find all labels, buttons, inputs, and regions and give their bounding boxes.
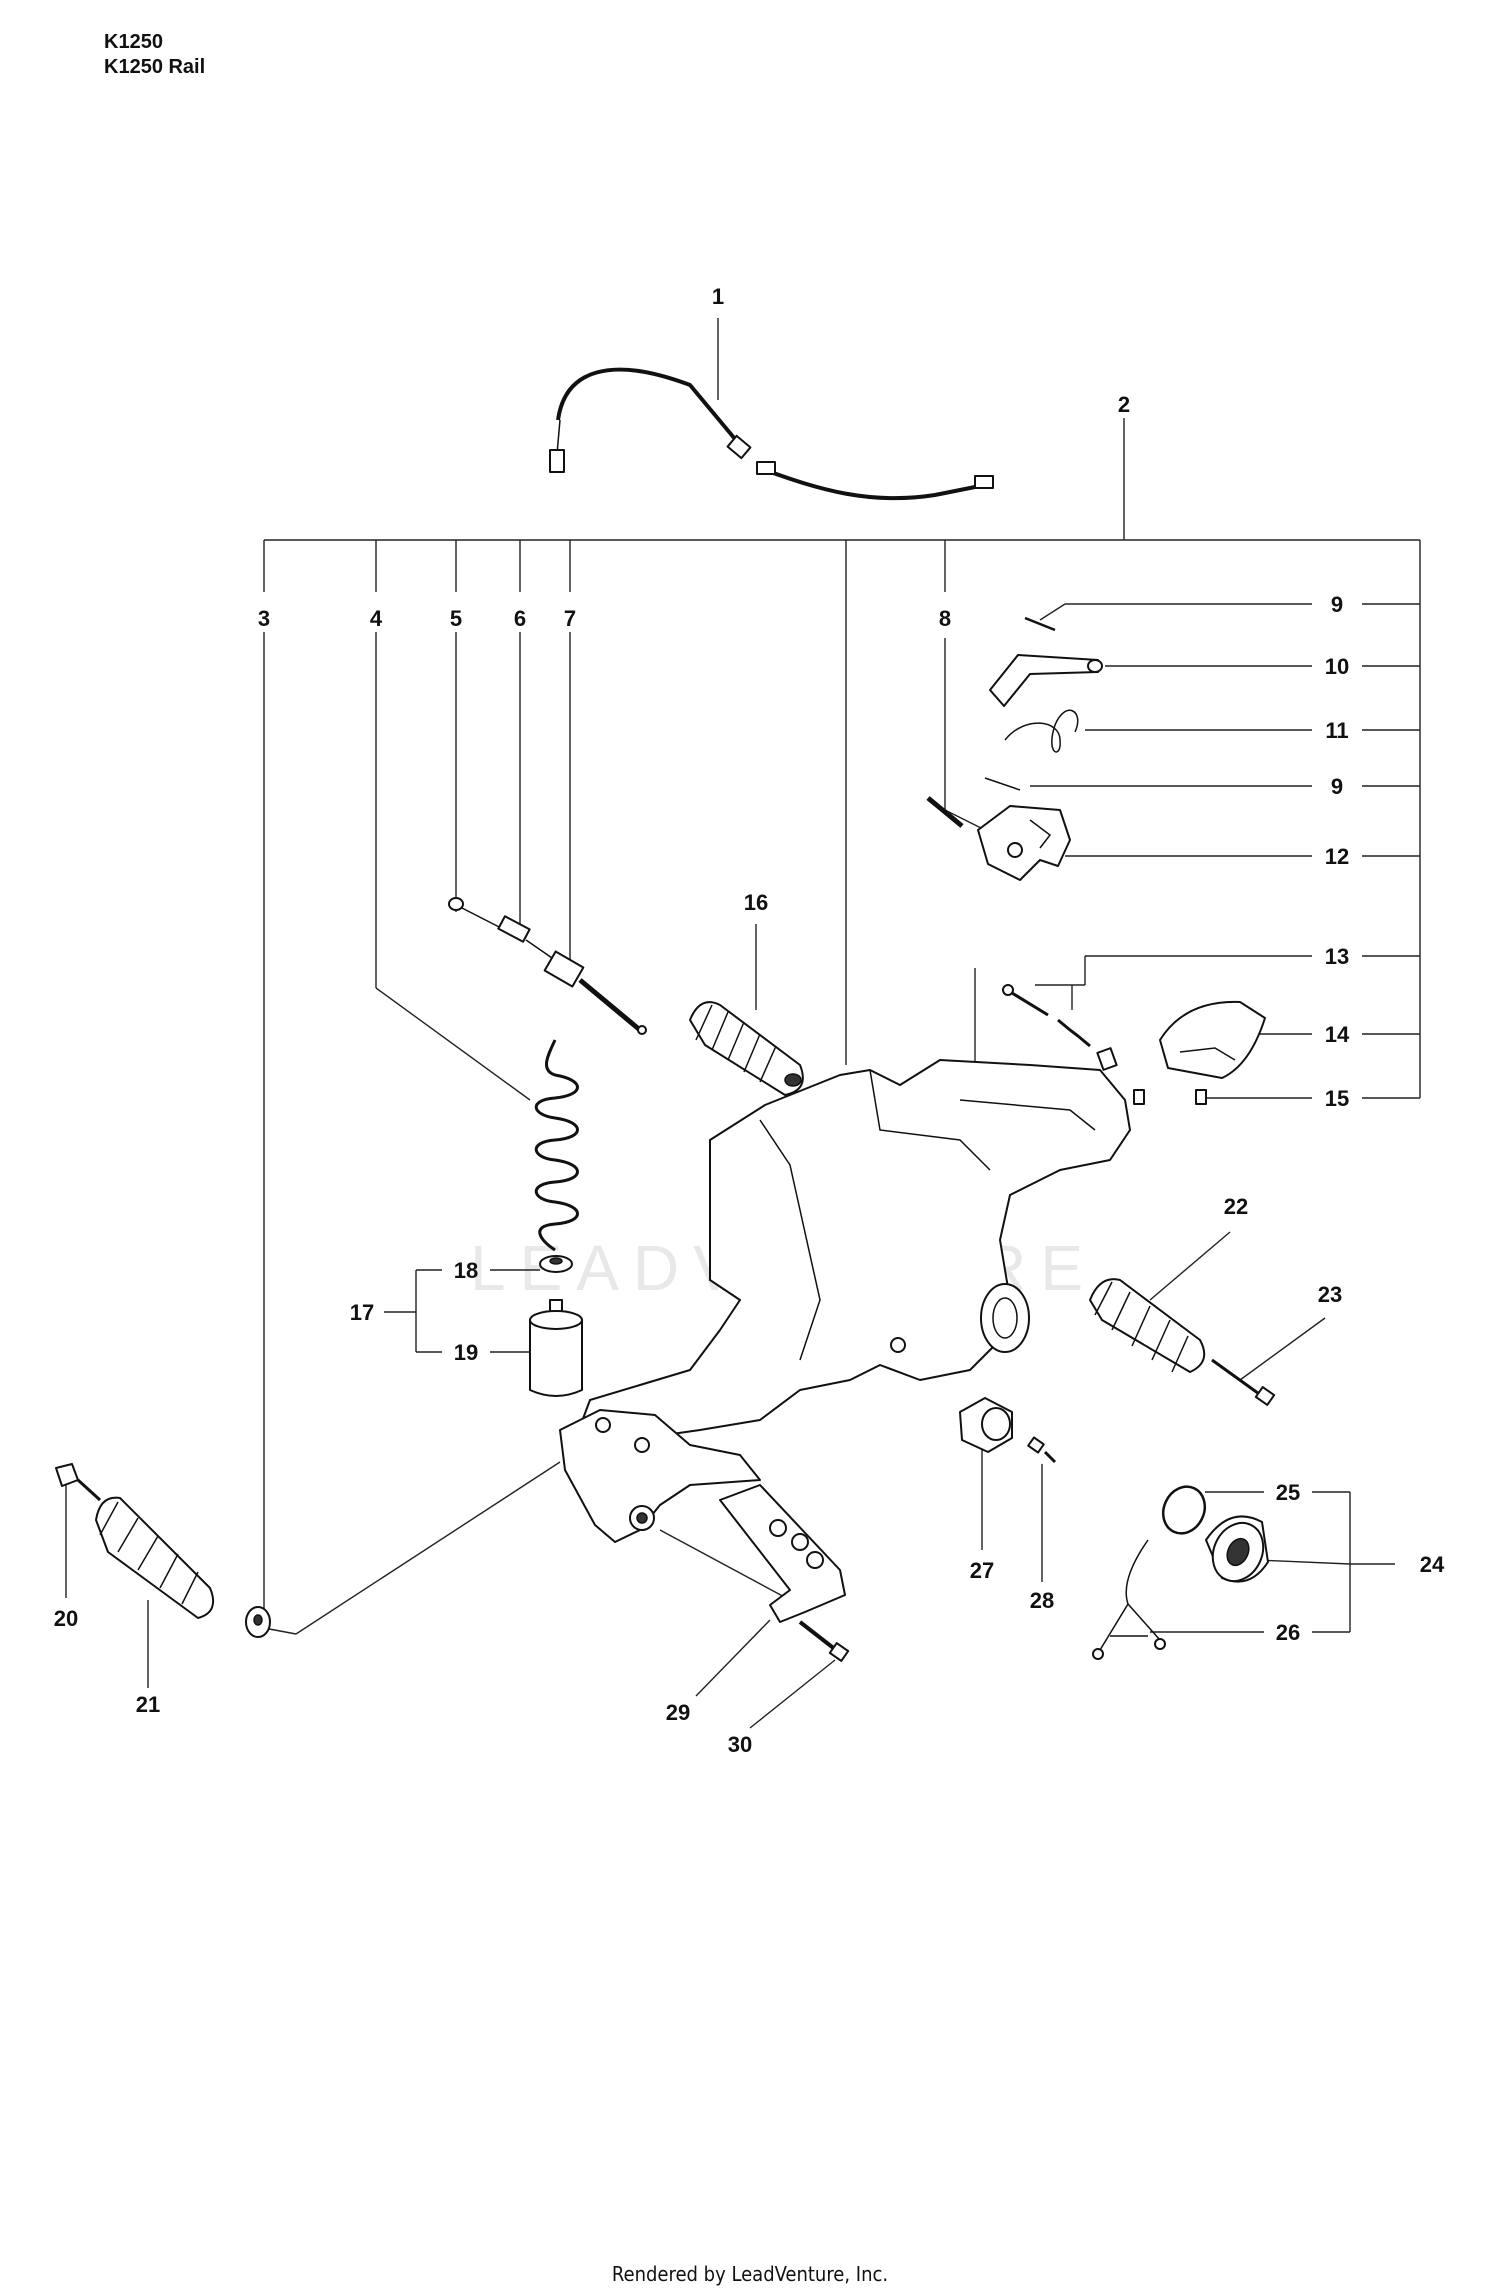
callout-21: 21 (136, 1692, 160, 1717)
bolt-set-13 (1002, 984, 1118, 1071)
model-variant: K1250 Rail (104, 56, 206, 78)
callout-28: 28 (1030, 1588, 1054, 1613)
callout-15: 15 (1325, 1086, 1349, 1111)
rubber-buffer-right (1089, 1278, 1276, 1406)
callout-25: 25 (1276, 1480, 1300, 1505)
callout-9b: 9 (1331, 774, 1343, 799)
callout-23: 23 (1318, 1282, 1342, 1307)
callout-9a: 9 (1331, 592, 1343, 617)
callout-30: 30 (728, 1732, 752, 1757)
callout-6: 6 (514, 606, 526, 631)
callout-2: 2 (1118, 392, 1130, 417)
model-name: K1250 (104, 31, 163, 53)
rubber-buffer-left (55, 1463, 271, 1638)
callout-16: 16 (744, 890, 768, 915)
model-title-block: K1250 K1250 Rail (104, 30, 205, 80)
leader-lines (65, 318, 1421, 1729)
callout-3: 3 (258, 606, 270, 631)
trigger-lockout-parts (926, 616, 1103, 881)
callout-29: 29 (666, 1700, 690, 1725)
callout-1: 1 (712, 284, 724, 309)
rubber-buffer-upper (689, 1001, 804, 1096)
callout-11: 11 (1325, 718, 1348, 743)
callout-13: 13 (1325, 944, 1349, 969)
callout-24: 24 (1420, 1552, 1445, 1577)
callout-19: 19 (454, 1340, 478, 1365)
callout-26: 26 (1276, 1620, 1300, 1645)
callout-4: 4 (370, 606, 383, 631)
callout-labels: 1 2 3 4 5 6 7 8 9 10 11 9 12 13 14 15 16… (54, 284, 1445, 1757)
screw-30 (798, 1620, 850, 1662)
spring (534, 1039, 579, 1252)
throttle-cable (549, 367, 994, 501)
rear-handle-assembly (559, 1059, 1131, 1623)
callout-8: 8 (939, 606, 951, 631)
callout-18: 18 (454, 1258, 478, 1283)
callout-22: 22 (1224, 1194, 1248, 1219)
callout-14: 14 (1325, 1022, 1350, 1047)
fuel-cap-assembly (1092, 1485, 1269, 1660)
rendered-by-footer: Rendered by LeadVenture, Inc. (611, 2262, 889, 2286)
callout-5: 5 (450, 606, 462, 631)
callout-12: 12 (1325, 844, 1349, 869)
guard-plate (1133, 1000, 1266, 1105)
buffer-27 (959, 1397, 1057, 1464)
callout-27: 27 (970, 1558, 994, 1583)
callout-20: 20 (54, 1606, 78, 1631)
damper-parts (529, 1255, 583, 1397)
callout-10: 10 (1325, 654, 1349, 679)
callout-17: 17 (350, 1300, 374, 1325)
callout-7: 7 (564, 606, 576, 631)
stop-switch-cable (448, 897, 647, 1035)
